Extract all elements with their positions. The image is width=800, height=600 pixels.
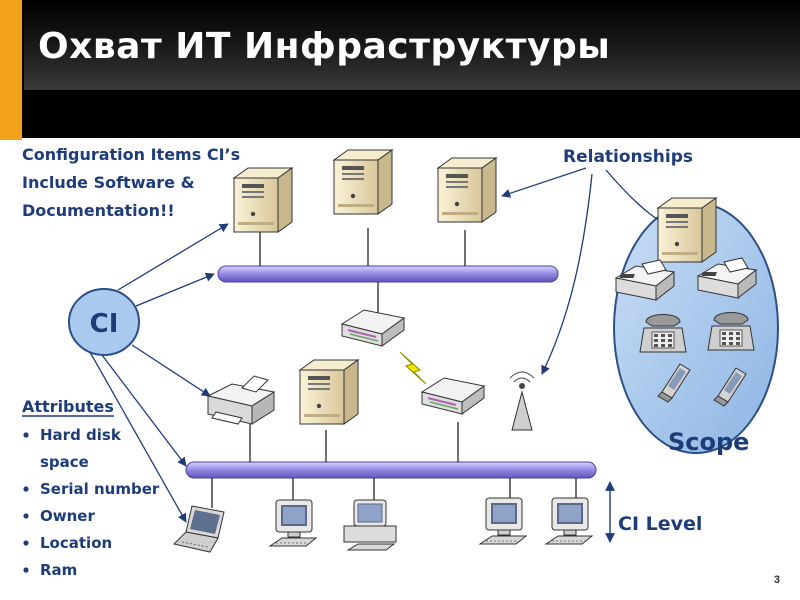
title-bar: Охват ИТ Инфраструктуры: [0, 0, 800, 140]
printer-icon: [206, 375, 276, 425]
attribute-item: space: [40, 453, 89, 471]
laptop-icon: [173, 505, 225, 553]
accent-stripe: [0, 0, 22, 140]
page-number: 3: [773, 574, 780, 586]
attribute-item: Owner: [40, 507, 95, 525]
relationships-label: Relationships: [563, 147, 693, 167]
ci-line-3: Documentation!!: [22, 201, 175, 220]
ci-level-indicator: CI Level: [605, 481, 702, 543]
server-icon: [437, 157, 497, 223]
antenna-icon: [509, 371, 535, 431]
bullet-icon: [23, 540, 29, 546]
slide-title: Охват ИТ Инфраструктуры: [38, 26, 611, 67]
ci-bubble-label: CI: [90, 309, 119, 339]
attribute-item: Ram: [40, 561, 77, 579]
attribute-item: Hard disk: [40, 426, 122, 444]
workstation-icon: [343, 499, 397, 551]
lower-network-bus: [185, 461, 597, 479]
wireless-link-icon: [399, 351, 427, 385]
bullet-icon: [23, 567, 29, 573]
attributes-heading: Attributes: [22, 397, 114, 416]
infrastructure-diagram: Configuration Items CI’s Include Softwar…: [22, 145, 779, 579]
bullet-icon: [23, 486, 29, 492]
bullet-icon: [23, 432, 29, 438]
ci-bubble: [68, 288, 140, 356]
telephone-icon: [707, 312, 755, 351]
attribute-item: Serial number: [40, 480, 160, 498]
server-icon: [333, 149, 393, 215]
ci-line-1: Configuration Items CI’s: [22, 145, 240, 164]
attribute-item: Location: [40, 534, 112, 552]
telephone-icon: [639, 314, 687, 353]
desktop-icon: [545, 497, 593, 545]
router-icon: [341, 309, 405, 347]
upper-network-bus: [217, 265, 559, 283]
router-icon: [421, 377, 485, 415]
connection-lines: [211, 228, 577, 508]
scope-label: Scope: [668, 428, 749, 456]
bullet-icon: [23, 513, 29, 519]
ci-level-label: CI Level: [618, 513, 702, 535]
ci-line-2: Include Software &: [22, 173, 195, 192]
server-icon: [299, 359, 359, 425]
server-icon: [657, 197, 717, 263]
desktop-icon: [269, 499, 317, 547]
title-gradient: [24, 0, 800, 90]
server-icon: [233, 167, 293, 233]
desktop-icon: [479, 497, 527, 545]
ci-description: Configuration Items CI’s Include Softwar…: [22, 145, 240, 220]
